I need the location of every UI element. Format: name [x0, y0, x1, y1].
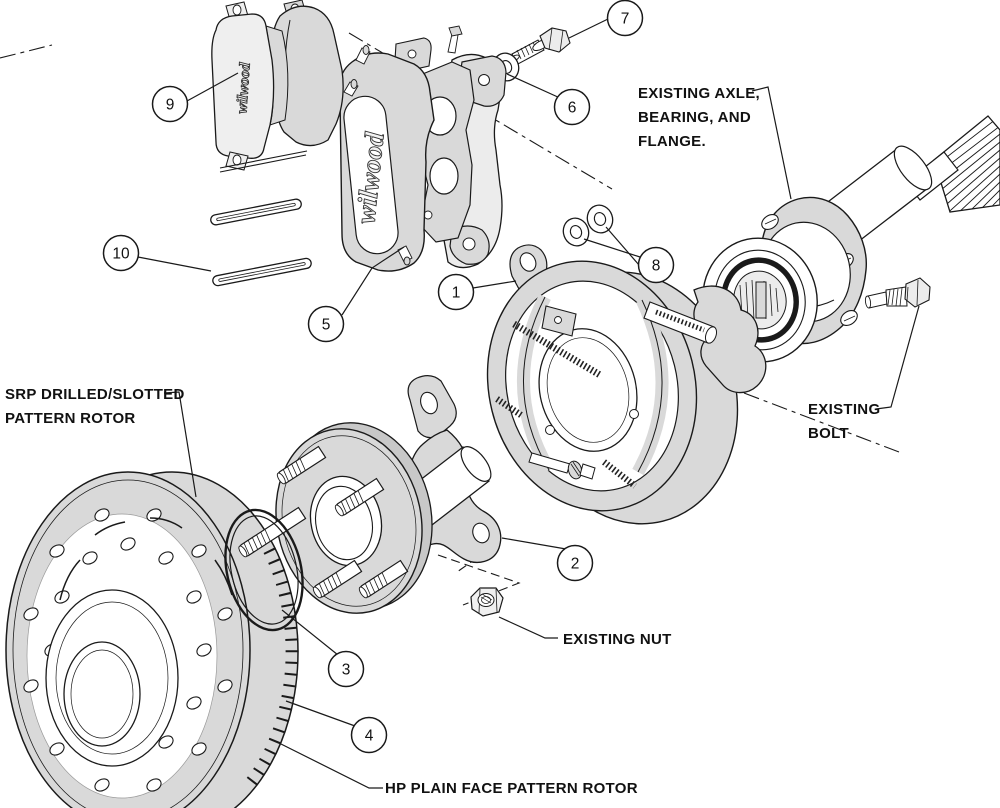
- svg-text:10: 10: [112, 246, 130, 263]
- retainer-clip: [212, 257, 312, 287]
- caliper-top-stud: [448, 25, 463, 37]
- wilwood-caliper: wilwood: [338, 25, 507, 272]
- label-srp-rotor: SRP DRILLED/SLOTTED PATTERN ROTOR: [5, 386, 185, 427]
- svg-text:8: 8: [652, 258, 661, 275]
- rotor-vane-ticks: [241, 536, 299, 794]
- bleed-screws: [343, 45, 413, 266]
- pad-pin: [219, 150, 308, 169]
- svg-text:EXISTING AXLE,: EXISTING AXLE,: [638, 85, 760, 102]
- shoe-adjuster: [528, 452, 571, 474]
- svg-text:9: 9: [166, 97, 175, 114]
- callout-8: 8: [637, 246, 675, 284]
- wilwood-logo-pad: wilwood: [234, 62, 254, 114]
- callout-6: 6: [553, 88, 591, 126]
- rotor-slots: [59, 517, 233, 601]
- retainer-clip: [210, 198, 302, 226]
- svg-text:4: 4: [365, 728, 374, 745]
- caliper-mount-bolt: [508, 27, 571, 65]
- text-labels: EXISTING AXLE, BEARING, AND FLANGE. EXIS…: [5, 85, 880, 797]
- rotor-center-bore: [63, 641, 141, 747]
- parking-brake-backing-plate: [486, 244, 767, 525]
- existing-bolt: [864, 277, 931, 309]
- axle-spline-end: [933, 115, 1000, 213]
- rotor-drill-holes: [23, 508, 233, 792]
- callout-2: 2: [556, 544, 594, 582]
- svg-text:EXISTING: EXISTING: [808, 401, 880, 418]
- svg-text:SRP DRILLED/SLOTTED: SRP DRILLED/SLOTTED: [5, 386, 185, 403]
- svg-text:BOLT: BOLT: [808, 425, 849, 442]
- svg-text:6: 6: [568, 100, 577, 117]
- svg-text:1: 1: [452, 285, 461, 302]
- callout-5: 5: [307, 305, 345, 343]
- label-existing-axle: EXISTING AXLE, BEARING, AND FLANGE.: [638, 85, 760, 150]
- pad-retainer-clips: [210, 150, 312, 287]
- return-spring-lower: [602, 459, 637, 489]
- callout-10: 10: [102, 234, 140, 272]
- shim-washers: [558, 200, 618, 251]
- callout-3: 3: [327, 650, 365, 688]
- callout-1: 1: [437, 273, 475, 311]
- svg-text:2: 2: [571, 556, 580, 573]
- leader-lines: [137, 18, 920, 789]
- parking-cable-bracket: [643, 285, 767, 394]
- o-ring: [224, 508, 304, 632]
- shoe-holddown-pin: [629, 409, 639, 419]
- existing-nut: [470, 587, 504, 617]
- svg-text:FLANGE.: FLANGE.: [638, 133, 706, 150]
- svg-text:PATTERN ROTOR: PATTERN ROTOR: [5, 410, 136, 427]
- svg-text:BEARING, AND: BEARING, AND: [638, 109, 751, 126]
- brake-pads: wilwood: [211, 0, 344, 171]
- label-existing-nut: EXISTING NUT: [563, 631, 672, 648]
- label-existing-bolt: EXISTING BOLT: [808, 401, 880, 442]
- return-spring-left: [495, 396, 523, 418]
- srp-rotor: [5, 471, 299, 808]
- return-spring-upper: [512, 320, 602, 379]
- wilwood-logo-caliper: wilwood: [350, 130, 389, 225]
- svg-text:7: 7: [621, 11, 630, 28]
- callout-bubbles: 1 2 3 4 5 6 7 8: [102, 0, 675, 754]
- label-hp-rotor: HP PLAIN FACE PATTERN ROTOR: [385, 780, 638, 797]
- rotor-hat-hub: [236, 422, 433, 614]
- svg-text:EXISTING NUT: EXISTING NUT: [563, 631, 672, 648]
- existing-axle-bearing-flange: [702, 115, 1000, 363]
- shoe-holddown-pin: [545, 425, 555, 435]
- brake-pad-front: [211, 13, 275, 159]
- callout-9: 9: [151, 85, 189, 123]
- callout-4: 4: [350, 716, 388, 754]
- svg-text:3: 3: [342, 662, 351, 679]
- svg-text:5: 5: [322, 317, 331, 334]
- callout-7: 7: [606, 0, 644, 37]
- svg-text:HP PLAIN FACE PATTERN ROTOR: HP PLAIN FACE PATTERN ROTOR: [385, 780, 638, 797]
